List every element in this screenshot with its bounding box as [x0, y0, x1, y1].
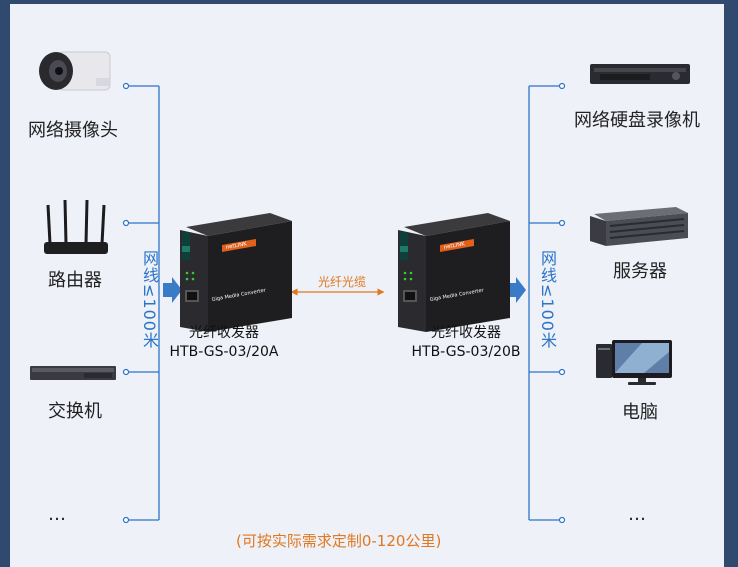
- right-arrow-icon: [507, 277, 526, 303]
- left-device-label: …: [48, 504, 66, 525]
- right-node-4: [558, 516, 566, 524]
- converter-b-label: 光纤收发器 HTB-GS-03/20B: [406, 324, 526, 362]
- converter-a-brand: netLINK: [225, 241, 248, 251]
- left-device-label: 网络摄像头: [28, 120, 118, 141]
- left-cable-label: 网线≤100米: [140, 250, 159, 349]
- left-node-3: [122, 368, 130, 376]
- fiber-label: 光纤光缆: [318, 275, 367, 289]
- right-node-2: [558, 219, 566, 227]
- left-node-2: [122, 219, 130, 227]
- converter-b-icon: [398, 213, 510, 332]
- left-node-1: [122, 82, 130, 90]
- right-device-label: 电脑: [622, 402, 658, 423]
- left-device-label: 路由器: [48, 270, 102, 291]
- converter-b-name: 光纤收发器: [431, 325, 501, 341]
- right-device-label: …: [628, 504, 646, 525]
- left-device-label: 交换机: [48, 401, 102, 422]
- right-device-label: 服务器: [613, 261, 667, 282]
- diagram-panel: [10, 4, 724, 567]
- router-icon: [44, 199, 108, 254]
- converter-a-name: 光纤收发器: [189, 325, 259, 341]
- converter-a-model: HTB-GS-03/20A: [169, 344, 279, 360]
- server-icon: [590, 207, 688, 246]
- right-node-3: [558, 368, 566, 376]
- right-cable-label: 网线≤100米: [538, 250, 557, 349]
- camera-icon: [39, 51, 111, 91]
- left-node-4: [122, 516, 130, 524]
- frame-top: [0, 0, 738, 4]
- nvr-icon: [590, 64, 690, 84]
- converter-a-label: 光纤收发器 HTB-GS-03/20A: [164, 324, 284, 362]
- computer-icon: [596, 340, 672, 385]
- frame-left: [0, 0, 10, 567]
- converter-a-icon: [180, 213, 292, 332]
- distance-note: (可按实际需求定制0-120公里): [236, 532, 442, 550]
- right-node-1: [558, 82, 566, 90]
- converter-b-brand: netLINK: [443, 241, 466, 251]
- left-arrow-icon: [163, 277, 182, 303]
- switch-icon: [30, 366, 116, 380]
- frame-right: [724, 0, 738, 567]
- right-device-label: 网络硬盘录像机: [574, 110, 700, 131]
- converter-b-model: HTB-GS-03/20B: [411, 344, 521, 360]
- left-bus: [126, 85, 160, 521]
- right-bus: [528, 85, 562, 521]
